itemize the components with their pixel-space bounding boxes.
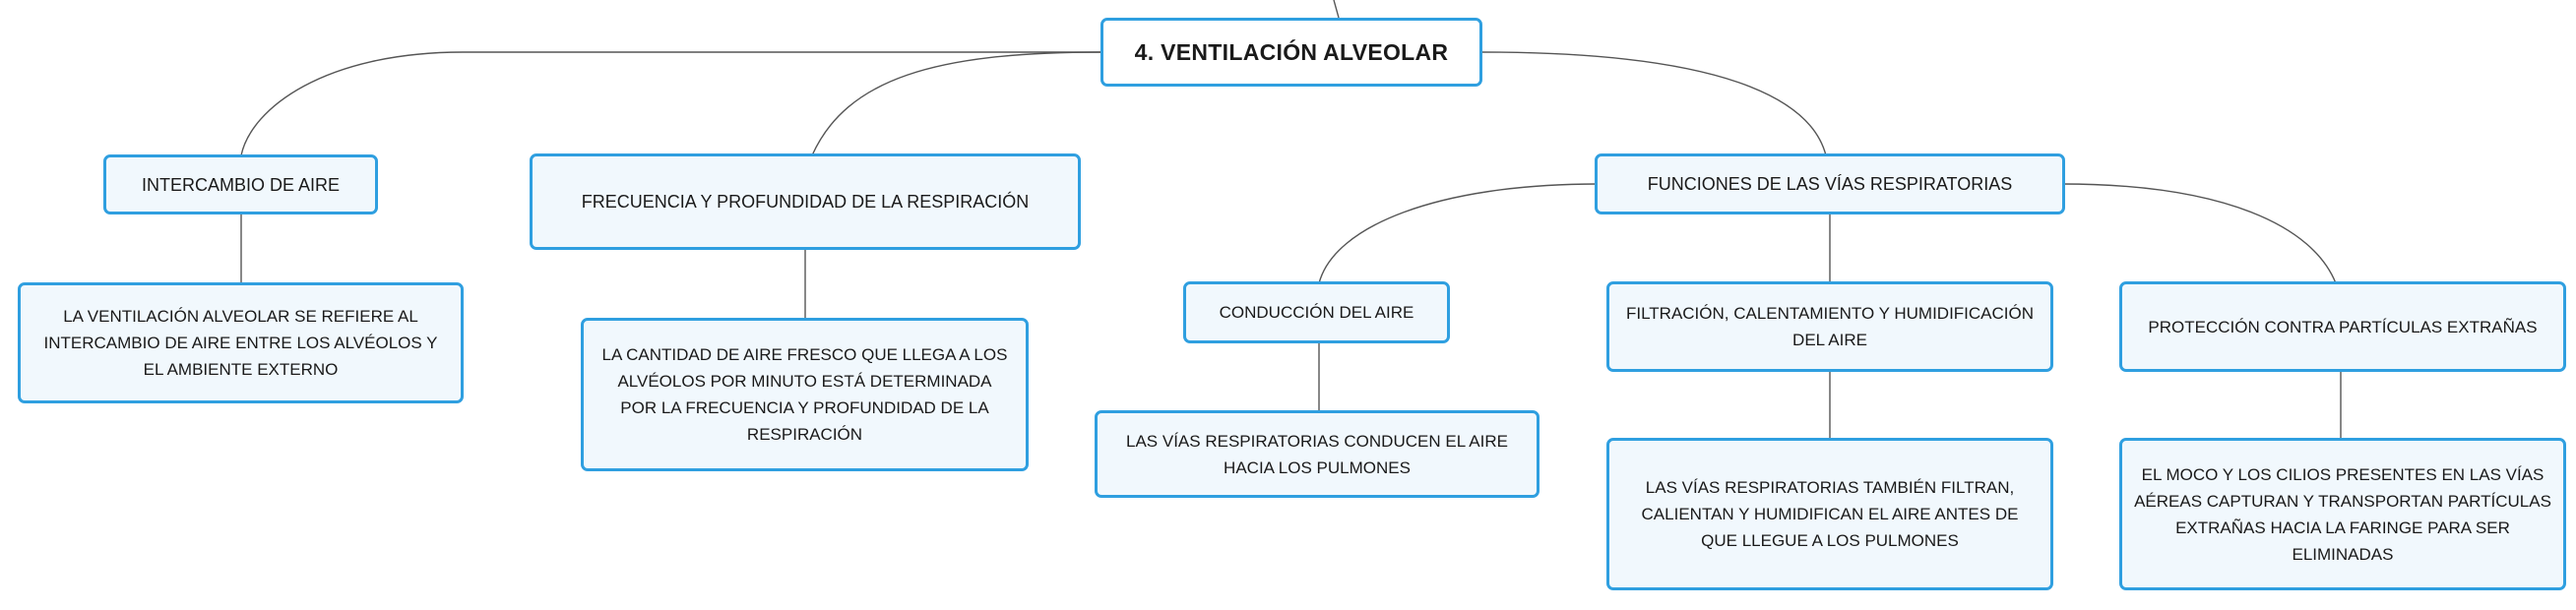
child-node-filtracion[interactable]: FILTRACIÓN, CALENTAMIENTO Y HUMIDIFICACI… [1606, 281, 2053, 372]
connector-funciones-conduccion [1318, 183, 1599, 284]
detail-text: LA VENTILACIÓN ALVEOLAR SE REFIERE AL IN… [43, 307, 438, 379]
branch-label: FRECUENCIA Y PROFUNDIDAD DE LA RESPIRACI… [581, 192, 1030, 212]
detail-node-frecuencia[interactable]: LA CANTIDAD DE AIRE FRESCO QUE LLEGA A L… [581, 318, 1029, 471]
detail-text: LA CANTIDAD DE AIRE FRESCO QUE LLEGA A L… [601, 345, 1008, 444]
connector-funciones-proteccion [2061, 183, 2337, 284]
branch-node-frecuencia[interactable]: FRECUENCIA Y PROFUNDIDAD DE LA RESPIRACI… [530, 153, 1081, 250]
detail-node-proteccion[interactable]: EL MOCO Y LOS CILIOS PRESENTES EN LAS VÍ… [2119, 438, 2566, 590]
branch-label: FUNCIONES DE LAS VÍAS RESPIRATORIAS [1647, 174, 2013, 194]
connector-root-parent [1333, 0, 1340, 19]
detail-text: LAS VÍAS RESPIRATORIAS TAMBIÉN FILTRAN, … [1641, 478, 2019, 550]
connector-root-funciones [1480, 51, 1827, 156]
child-node-proteccion[interactable]: PROTECCIÓN CONTRA PARTÍCULAS EXTRAÑAS [2119, 281, 2566, 372]
root-label: 4. VENTILACIÓN ALVEOLAR [1134, 39, 1449, 65]
connector-root-intercambio [240, 51, 1100, 156]
connector-root-frecuencia [811, 51, 1101, 156]
detail-node-conduccion[interactable]: LAS VÍAS RESPIRATORIAS CONDUCEN EL AIRE … [1095, 410, 1539, 498]
detail-text: LAS VÍAS RESPIRATORIAS CONDUCEN EL AIRE … [1126, 431, 1508, 477]
child-node-conduccion[interactable]: CONDUCCIÓN DEL AIRE [1183, 281, 1450, 343]
child-label: FILTRACIÓN, CALENTAMIENTO Y HUMIDIFICACI… [1625, 304, 2035, 349]
root-node[interactable]: 4. VENTILACIÓN ALVEOLAR [1100, 18, 1482, 87]
detail-text: EL MOCO Y LOS CILIOS PRESENTES EN LAS VÍ… [2134, 464, 2551, 564]
branch-node-funciones[interactable]: FUNCIONES DE LAS VÍAS RESPIRATORIAS [1595, 153, 2065, 214]
branch-label: INTERCAMBIO DE AIRE [141, 174, 341, 195]
detail-node-filtracion[interactable]: LAS VÍAS RESPIRATORIAS TAMBIÉN FILTRAN, … [1606, 438, 2053, 590]
detail-node-intercambio[interactable]: LA VENTILACIÓN ALVEOLAR SE REFIERE AL IN… [18, 282, 464, 403]
branch-node-intercambio[interactable]: INTERCAMBIO DE AIRE [103, 154, 378, 214]
child-label: CONDUCCIÓN DEL AIRE [1219, 303, 1414, 322]
child-label: PROTECCIÓN CONTRA PARTÍCULAS EXTRAÑAS [2148, 317, 2538, 336]
